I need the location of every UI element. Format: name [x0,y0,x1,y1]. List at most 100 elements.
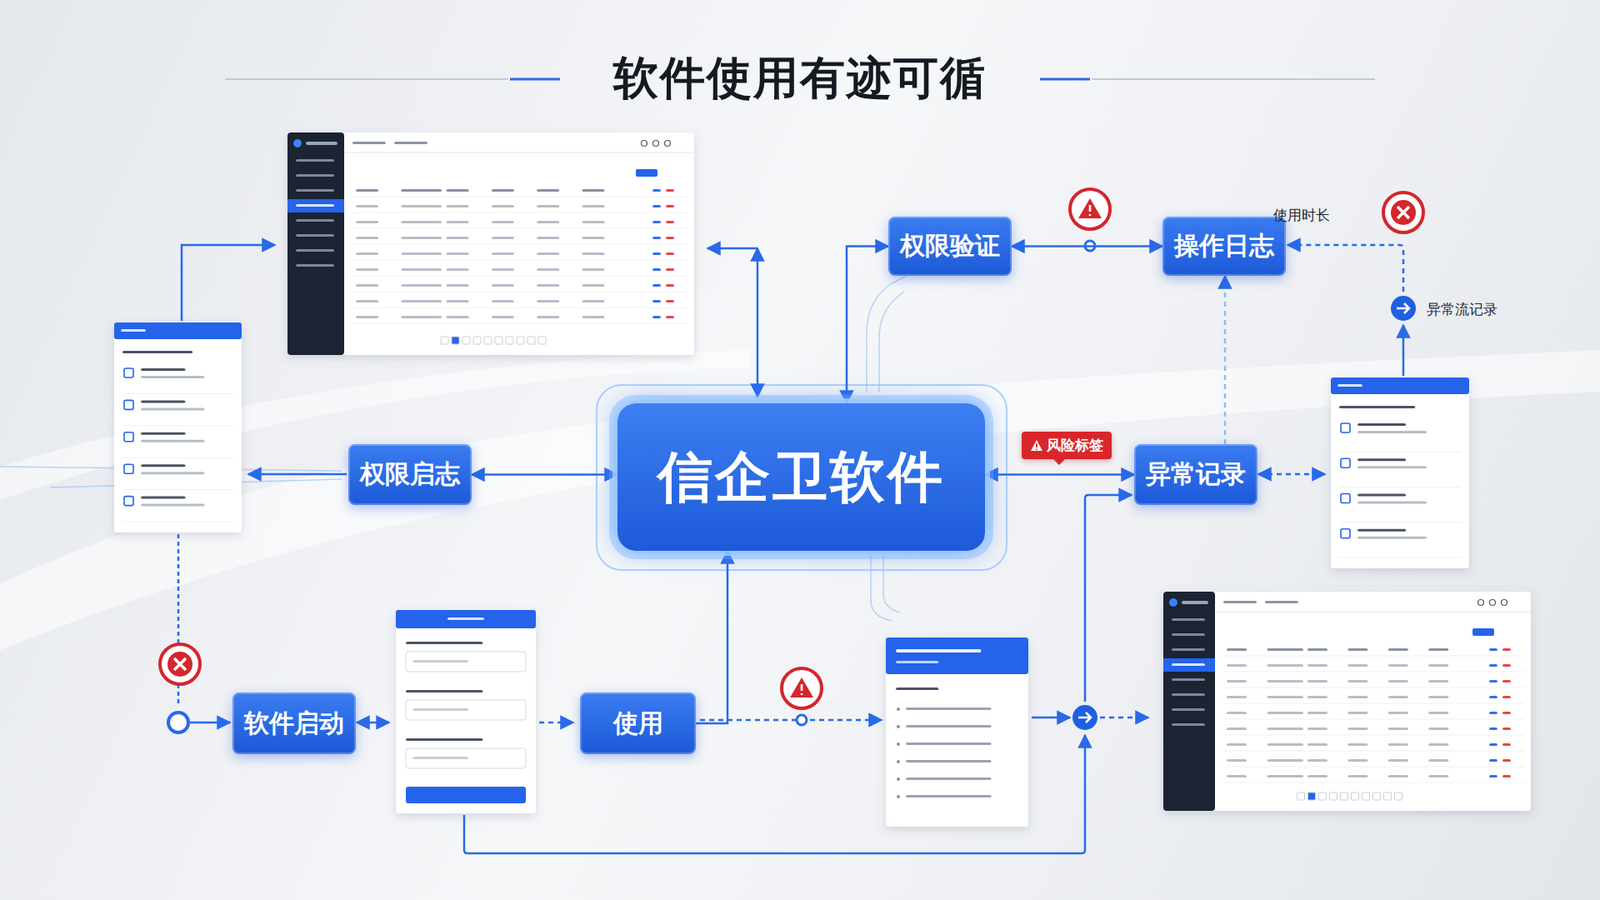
panel-part [1171,708,1205,711]
screen-mockup [287,132,695,355]
panel-part [665,220,675,224]
panel-part [905,795,992,798]
panel-part [1226,648,1247,651]
panel-part [405,700,526,720]
panel-part [581,236,605,240]
panel-part [1308,792,1316,800]
panel-part [1266,711,1304,715]
panel-part [355,315,379,319]
title-rule [225,78,509,80]
panel-part [120,329,146,332]
panel-part [1171,723,1205,726]
flow-dots [168,240,1416,733]
panel-part [1266,695,1304,699]
process-box: 软件启动 [232,692,356,755]
panel-part [1502,648,1511,651]
panel-part [1388,695,1409,699]
node-text: 异常记录 [1145,457,1246,492]
panel-part [1351,792,1360,800]
panel-part [140,407,205,410]
panel-part [295,189,335,192]
panel-part [895,687,939,690]
panel-part [1340,792,1349,800]
panel-part [293,139,302,148]
panel-part [1215,611,1531,613]
panel-part [295,219,335,222]
panel-part [295,159,335,162]
panel-part [652,300,661,303]
panel-part [1340,494,1350,504]
panel-part [665,236,675,240]
screen-mockup [395,610,536,814]
panel-part [1357,465,1427,469]
panel-part [140,496,186,500]
panel-part [295,234,335,237]
panel-part [350,275,688,277]
panel-part [665,268,675,271]
panel-part [1388,680,1409,683]
panel-part [405,738,483,741]
panel-part [1357,430,1427,434]
panel-part [1221,766,1525,768]
connector [846,246,889,405]
panel-part [140,432,186,435]
panel-part [446,284,470,287]
panel-part [400,315,442,319]
panel-part [790,677,814,698]
panel-part [122,393,234,395]
panel-part [581,268,605,271]
panel-part [1340,529,1350,539]
panel-part [896,795,900,799]
panel-part [1489,743,1498,746]
panel-part [1307,727,1328,730]
panel-part [1266,648,1304,651]
panel-part [1221,703,1525,705]
panel-part [1347,775,1368,778]
annotation-label: 异常流记录 [1426,300,1498,320]
panel-part [287,132,345,355]
screen-mockup [114,322,242,533]
panel-part [1357,501,1427,505]
center-halo [596,385,1007,570]
panel-part [1266,759,1304,762]
panel-part [1428,664,1449,667]
panel-part [1223,600,1257,604]
panel-part [652,205,661,208]
panel-part [1319,792,1327,800]
panel-part [1221,655,1525,657]
panel-part [1428,759,1449,762]
panel-part [491,205,515,208]
panel-part [665,315,675,319]
panel-part [1428,695,1449,699]
panel-part [1307,664,1328,667]
panel-part [114,322,242,533]
process-box: 操作日志 [1162,216,1286,276]
connector [695,550,728,724]
panel-part [641,140,648,147]
panel-part [1171,633,1205,636]
panel-part [1307,759,1328,762]
panel-part [1428,743,1449,746]
panel-part [1226,727,1247,730]
panel-part [446,315,470,319]
panel-part [665,189,675,192]
panel-part [1163,658,1215,672]
panel-part [344,152,695,154]
panel-part [122,457,234,459]
panel-part [1357,423,1406,426]
panel-part [124,496,134,506]
panel-part [1339,405,1415,409]
panel-part [895,649,982,653]
panel-part [1163,591,1215,811]
panel-part [536,189,560,192]
panel-part [1428,648,1449,651]
panel-part [536,300,560,303]
panel-part [1357,494,1406,497]
panel-part [1388,664,1409,667]
panel-part [1383,192,1424,233]
panel-part [652,268,661,271]
node-text: 信企卫软件 [657,440,945,515]
warning-icon [1030,440,1043,451]
panel-part [885,637,1029,827]
panel-part [350,228,688,230]
